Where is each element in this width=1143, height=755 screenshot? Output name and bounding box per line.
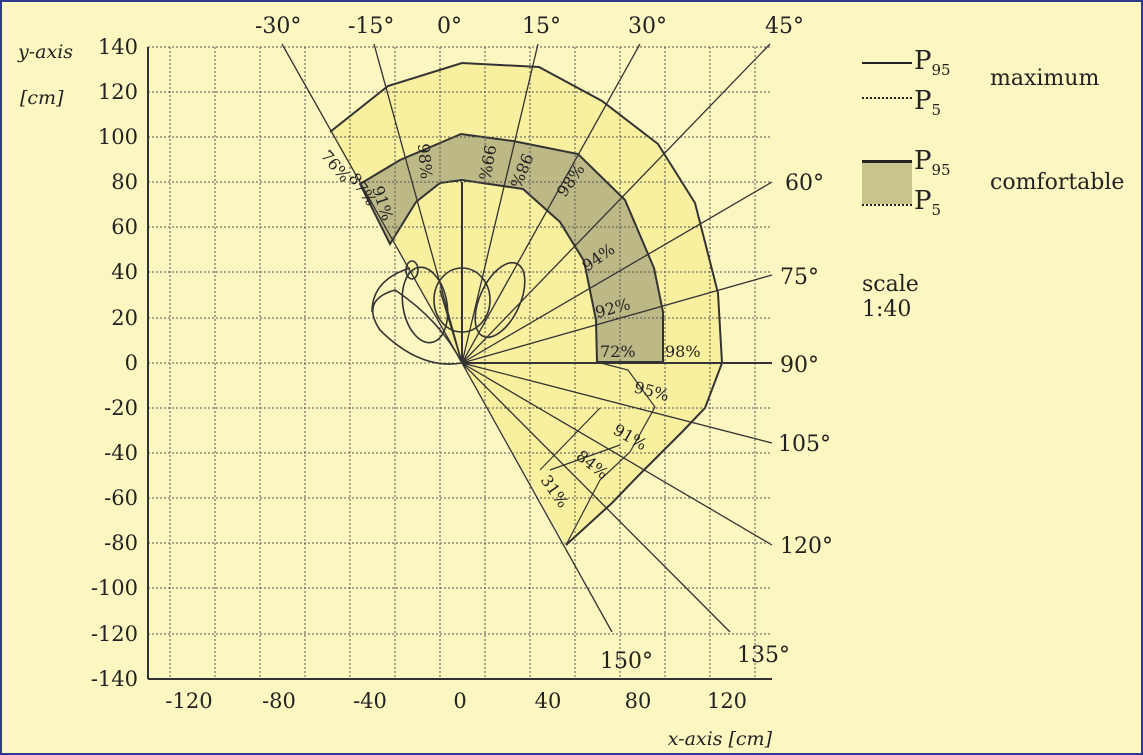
legend-comf-p95-line xyxy=(862,160,912,163)
axes-frame xyxy=(147,47,772,680)
maximum-p95-outline xyxy=(329,61,724,546)
legend-comf-p5: P5 xyxy=(914,186,942,220)
legend-max-p95: P95 xyxy=(914,46,951,80)
y-tick: -40 xyxy=(104,441,138,465)
legend-max-p5: P5 xyxy=(914,86,942,120)
angle-label: 90° xyxy=(780,353,819,378)
y-tick: 120 xyxy=(98,80,138,104)
percent-label: 98% xyxy=(414,143,436,180)
y-tick: 20 xyxy=(111,306,138,330)
angle-label: 75° xyxy=(780,265,819,290)
angle-label: 30° xyxy=(628,14,667,39)
angle-label: 150° xyxy=(600,649,653,674)
percent-label: 98% xyxy=(665,342,701,361)
angle-rays xyxy=(281,43,773,633)
percent-label: 72% xyxy=(600,342,636,361)
x-tick: 120 xyxy=(707,689,747,713)
y-tick: 80 xyxy=(111,170,138,194)
y-tick: 140 xyxy=(98,35,138,59)
y-axis-unit: [cm] xyxy=(20,87,64,109)
angle-label: -15° xyxy=(348,14,394,39)
angle-label: 0° xyxy=(437,14,462,39)
angle-label: 45° xyxy=(765,14,804,39)
x-tick: 80 xyxy=(625,689,652,713)
y-tick: -20 xyxy=(104,396,138,420)
y-tick: -100 xyxy=(91,576,138,600)
human-figure-top-view xyxy=(371,260,526,365)
legend-max-p5-line xyxy=(862,97,912,99)
x-tick: 0 xyxy=(453,689,466,713)
angle-label: -30° xyxy=(255,14,301,39)
y-tick: 40 xyxy=(111,260,138,284)
y-tick: -120 xyxy=(91,622,138,646)
legend-comf-p5-line xyxy=(862,204,912,206)
y-tick: -60 xyxy=(104,486,138,510)
legend-comfortable: comfortable xyxy=(990,170,1125,195)
y-tick: 100 xyxy=(98,125,138,149)
y-tick: 0 xyxy=(125,351,138,375)
legend-max-p95-line xyxy=(862,62,912,64)
scale-label: scale 1:40 xyxy=(862,272,919,322)
legend-comfortable-swatch xyxy=(862,162,912,204)
angle-labels: -30° -15° 0° 15° 30° 45° 60° 75° 90° 105… xyxy=(255,14,833,674)
legend-maximum: maximum xyxy=(990,66,1100,91)
legend-comf-p95: P95 xyxy=(914,146,951,180)
angle-label: 15° xyxy=(522,14,561,39)
y-tick-labels: 140 120 100 80 60 40 20 0 -20 -40 -60 -8… xyxy=(91,35,138,691)
angle-label: 105° xyxy=(778,432,831,457)
angle-label: 120° xyxy=(780,534,833,559)
x-tick-labels: -120 -80 -40 0 40 80 120 xyxy=(165,689,747,713)
maximum-reach-zone xyxy=(330,63,722,545)
x-tick: 40 xyxy=(535,689,562,713)
angle-label: 60° xyxy=(785,171,824,196)
x-tick: -80 xyxy=(262,689,296,713)
angle-label: 135° xyxy=(737,643,790,668)
y-tick: -140 xyxy=(91,667,138,691)
y-axis-label: y-axis xyxy=(17,41,73,63)
x-tick: -40 xyxy=(353,689,387,713)
band-outlines xyxy=(539,361,656,546)
y-tick: -80 xyxy=(104,531,138,555)
x-axis-label: x-axis [cm] xyxy=(668,728,773,750)
x-tick: -120 xyxy=(165,689,212,713)
y-tick: 60 xyxy=(111,215,138,239)
